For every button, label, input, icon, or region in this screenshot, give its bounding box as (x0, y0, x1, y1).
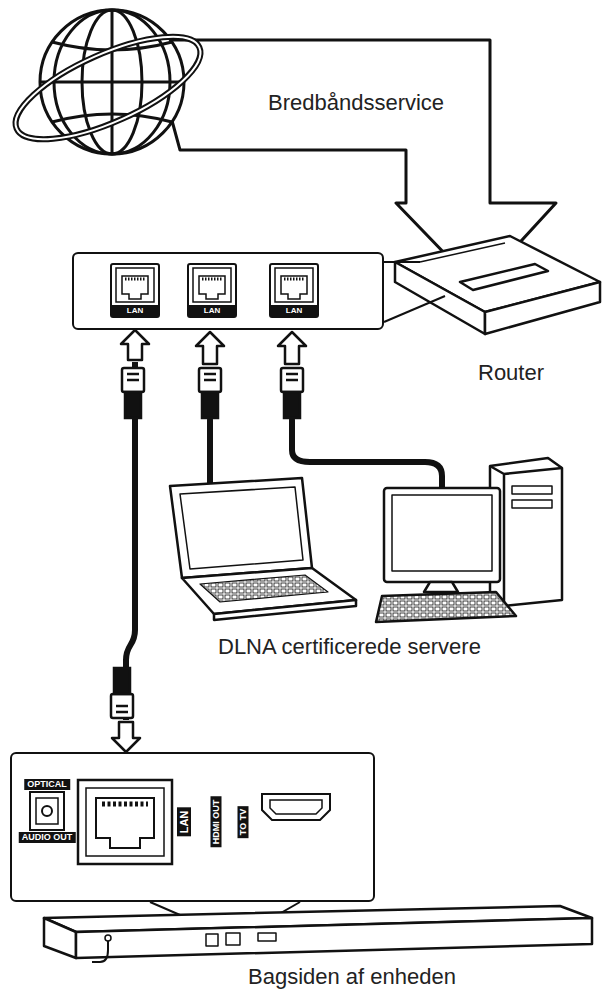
laptop-icon (170, 478, 356, 620)
lan-port (188, 264, 236, 317)
port-drawing (12, 754, 373, 900)
port-label: LAN (270, 305, 318, 316)
router-icon (395, 236, 600, 334)
service-label: Bredbåndsservice (268, 90, 444, 116)
port-label: LAN (188, 305, 236, 316)
port-arrows (196, 332, 306, 364)
optical-port (30, 792, 64, 830)
port-label: LAN (111, 305, 159, 316)
device-body (44, 906, 592, 962)
server-label: DLNA certificerede servere (218, 634, 481, 660)
lan-cables (210, 420, 442, 488)
port-label: HDMI OUT (211, 797, 222, 848)
lan-cable (112, 330, 149, 752)
back-panel: OPTICAL AUDIO OUT LAN HDMI OUT TO TV (10, 752, 375, 902)
lan-port (78, 780, 172, 864)
desktop-icon (376, 458, 562, 622)
globe-icon (3, 10, 213, 160)
port-label: TO TV (238, 806, 249, 838)
port-label: OPTICAL (24, 779, 70, 790)
port-label: AUDIO OUT (19, 832, 76, 843)
callout-wedge (384, 262, 445, 322)
lan-port (270, 264, 318, 317)
port-panel: LAN LAN LAN (72, 252, 384, 330)
hdmi-port (262, 794, 330, 820)
lan-port (111, 264, 159, 317)
port-label: LAN (177, 808, 191, 837)
caption-label: Bagsiden af enheden (248, 964, 456, 990)
port-drawing (74, 254, 382, 328)
rj45-plugs (111, 368, 303, 718)
device-label: Router (478, 360, 544, 386)
